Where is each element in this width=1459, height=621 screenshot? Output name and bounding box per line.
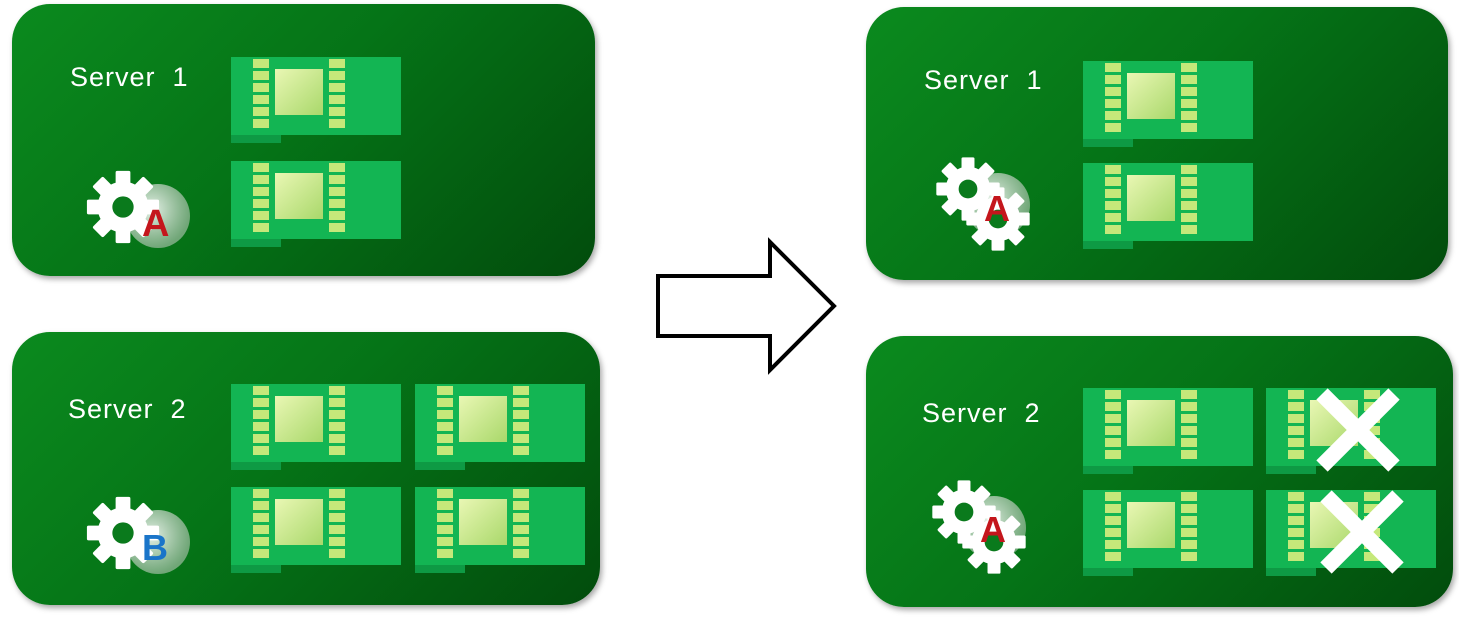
server-label: Server 1 bbox=[70, 62, 189, 92]
service-letter: A bbox=[984, 188, 1010, 229]
gpu-card-icon bbox=[229, 161, 401, 249]
server-label: Server 2 bbox=[68, 394, 187, 424]
x-mark-icon bbox=[1316, 388, 1400, 472]
server-2-panel-after: Server 2 A bbox=[866, 336, 1453, 607]
gpu-card-icon bbox=[413, 487, 585, 575]
gpu-card-icon bbox=[1081, 163, 1253, 251]
service-letter: A bbox=[142, 203, 169, 245]
server-2-panel-before: Server 2 B bbox=[12, 332, 600, 605]
server-1-panel-before: Server 1 A bbox=[12, 4, 595, 276]
gear-service-icon: A bbox=[86, 170, 190, 248]
server-label: Server 2 bbox=[922, 398, 1041, 428]
gpu-card-icon bbox=[1081, 388, 1253, 476]
arrow-right-icon bbox=[656, 237, 837, 375]
x-mark-icon bbox=[1320, 490, 1404, 574]
server-1-panel-after: Server 1 A bbox=[866, 7, 1448, 280]
gear-service-icon: A bbox=[932, 480, 1026, 574]
service-letter: A bbox=[980, 509, 1006, 550]
gpu-card-icon bbox=[229, 384, 401, 472]
gear-service-icon: A bbox=[936, 157, 1030, 251]
gpu-card-icon bbox=[413, 384, 585, 472]
service-letter: B bbox=[142, 527, 168, 568]
gpu-card-icon bbox=[229, 57, 401, 145]
gpu-card-icon bbox=[229, 487, 401, 575]
gpu-card-icon bbox=[1081, 490, 1253, 578]
gpu-card-icon bbox=[1081, 61, 1253, 149]
gear-service-icon: B bbox=[86, 496, 190, 574]
server-label: Server 1 bbox=[924, 65, 1043, 95]
